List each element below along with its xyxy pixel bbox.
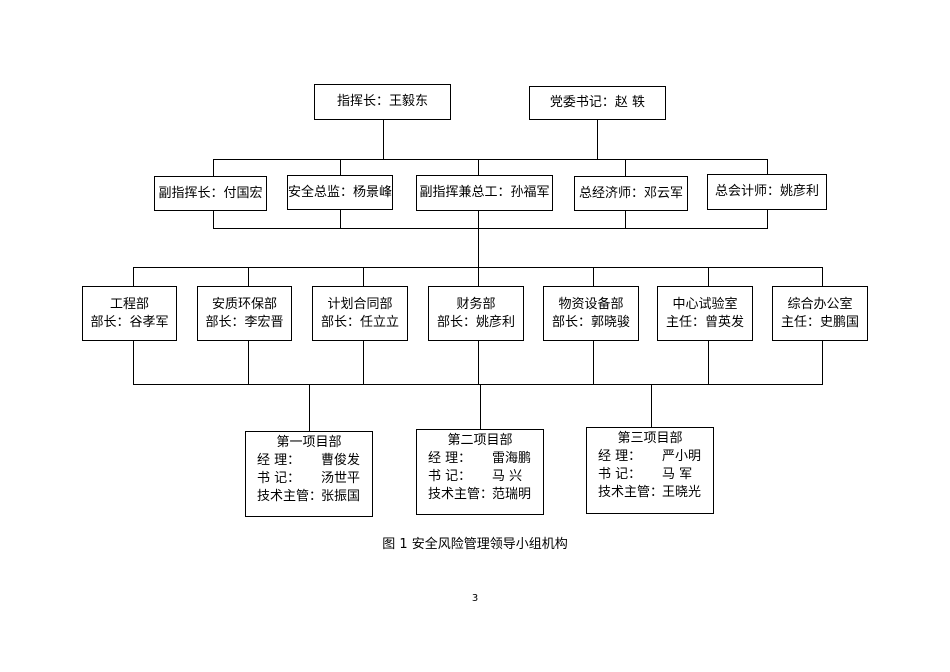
row-label: 技术主管： bbox=[598, 485, 664, 500]
connector bbox=[478, 228, 479, 268]
figure-caption: 图 1 安全风险管理领导小组机构 bbox=[382, 537, 568, 552]
department-leader: 主任：史鹏国 bbox=[780, 314, 859, 330]
project-row: 经 理： 曹俊发 bbox=[257, 452, 372, 470]
connector bbox=[597, 119, 598, 160]
party-secretary-box: 党委书记：赵 轶 bbox=[529, 86, 666, 120]
department-box-finance: 财务部 部长：姚彦利 bbox=[428, 286, 524, 341]
safety-director-box: 安全总监：杨景峰 bbox=[287, 175, 393, 210]
row-label: 书 记： bbox=[598, 467, 642, 482]
row-value: 曹俊发 bbox=[321, 453, 361, 468]
department-leader: 部长：姚彦利 bbox=[436, 314, 515, 330]
project-row: 技术主管：王晓光 bbox=[598, 484, 713, 502]
page-number: 3 bbox=[471, 593, 479, 604]
connector bbox=[480, 384, 481, 430]
project-title: 第一项目部 bbox=[276, 435, 342, 450]
row-label: 经 理： bbox=[428, 451, 472, 466]
department-box-safety: 安质环保部 部长：李宏晋 bbox=[197, 286, 292, 341]
project-box-3: 第三项目部 经 理： 严小明 书 记： 马 军 技术主管：王晓光 bbox=[586, 427, 714, 514]
box-label: 党委书记：赵 轶 bbox=[549, 95, 646, 110]
row-label: 书 记： bbox=[428, 469, 472, 484]
box-label: 安全总监：杨景峰 bbox=[288, 184, 393, 200]
row-label: 经 理： bbox=[257, 453, 301, 468]
chief-engineer-box: 副指挥兼总工：孙福军 bbox=[416, 175, 553, 211]
row-label: 经 理： bbox=[598, 449, 642, 464]
department-leader: 部长：谷孝军 bbox=[90, 314, 169, 330]
department-name: 中心试验室 bbox=[672, 296, 738, 312]
department-leader: 部长：郭晓骏 bbox=[551, 314, 630, 330]
project-row: 经 理： 雷海鹏 bbox=[428, 450, 543, 468]
commander-box: 指挥长：王毅东 bbox=[314, 84, 451, 120]
department-name: 物资设备部 bbox=[558, 296, 624, 312]
project-box-1: 第一项目部 经 理： 曹俊发 书 记： 汤世平 技术主管：张振国 bbox=[245, 431, 373, 517]
project-row: 技术主管：范瑞明 bbox=[428, 486, 543, 504]
department-box-materials: 物资设备部 部长：郭晓骏 bbox=[543, 286, 639, 341]
project-box-2: 第二项目部 经 理： 雷海鹏 书 记： 马 兴 技术主管：范瑞明 bbox=[416, 429, 544, 515]
box-label: 总会计师：姚彦利 bbox=[714, 184, 819, 199]
connector bbox=[213, 228, 768, 229]
project-row: 书 记： 马 兴 bbox=[428, 468, 543, 486]
row-value: 雷海鹏 bbox=[492, 451, 532, 466]
box-label: 副指挥长：付国宏 bbox=[158, 185, 263, 201]
department-name: 综合办公室 bbox=[787, 296, 853, 312]
project-row: 经 理： 严小明 bbox=[598, 448, 713, 466]
department-name: 安质环保部 bbox=[211, 296, 277, 312]
project-row: 书 记： 马 军 bbox=[598, 466, 713, 484]
department-box-planning: 计划合同部 部长：任立立 bbox=[312, 286, 408, 341]
connector bbox=[651, 384, 652, 428]
row-value: 汤世平 bbox=[321, 471, 361, 486]
department-name: 工程部 bbox=[109, 296, 149, 312]
row-value: 张振国 bbox=[321, 489, 361, 504]
department-leader: 部长：任立立 bbox=[320, 314, 399, 330]
department-leader: 主任：曾英发 bbox=[665, 314, 744, 330]
row-label: 技术主管： bbox=[257, 489, 323, 504]
deputy-commander-box: 副指挥长：付国宏 bbox=[154, 176, 267, 211]
department-name: 计划合同部 bbox=[327, 296, 393, 312]
department-box-test-lab: 中心试验室 主任：曾英发 bbox=[657, 286, 753, 341]
connector bbox=[309, 384, 310, 432]
project-title: 第二项目部 bbox=[447, 433, 513, 448]
connector bbox=[133, 384, 823, 385]
row-label: 技术主管： bbox=[428, 487, 494, 502]
department-box-engineering: 工程部 部长：谷孝军 bbox=[82, 286, 177, 341]
box-label: 副指挥兼总工：孙福军 bbox=[419, 185, 550, 200]
chief-economist-box: 总经济师：邓云军 bbox=[574, 176, 688, 211]
connector bbox=[383, 119, 384, 160]
row-value: 范瑞明 bbox=[492, 487, 532, 502]
project-row: 书 记： 汤世平 bbox=[257, 470, 372, 488]
project-title: 第三项目部 bbox=[617, 431, 683, 446]
box-label: 指挥长：王毅东 bbox=[336, 94, 428, 109]
department-name: 财务部 bbox=[456, 296, 496, 312]
row-value: 严小明 bbox=[662, 449, 702, 464]
department-box-office: 综合办公室 主任：史鹏国 bbox=[772, 286, 868, 341]
row-value: 马 兴 bbox=[492, 469, 523, 484]
project-row: 技术主管：张振国 bbox=[257, 488, 372, 506]
row-label: 书 记： bbox=[257, 471, 301, 486]
department-leader: 部长：李宏晋 bbox=[205, 314, 284, 330]
box-label: 总经济师：邓云军 bbox=[578, 185, 683, 201]
row-value: 王晓光 bbox=[662, 485, 702, 500]
row-value: 马 军 bbox=[662, 467, 693, 482]
connector bbox=[213, 159, 768, 160]
chief-accountant-box: 总会计师：姚彦利 bbox=[707, 174, 827, 210]
